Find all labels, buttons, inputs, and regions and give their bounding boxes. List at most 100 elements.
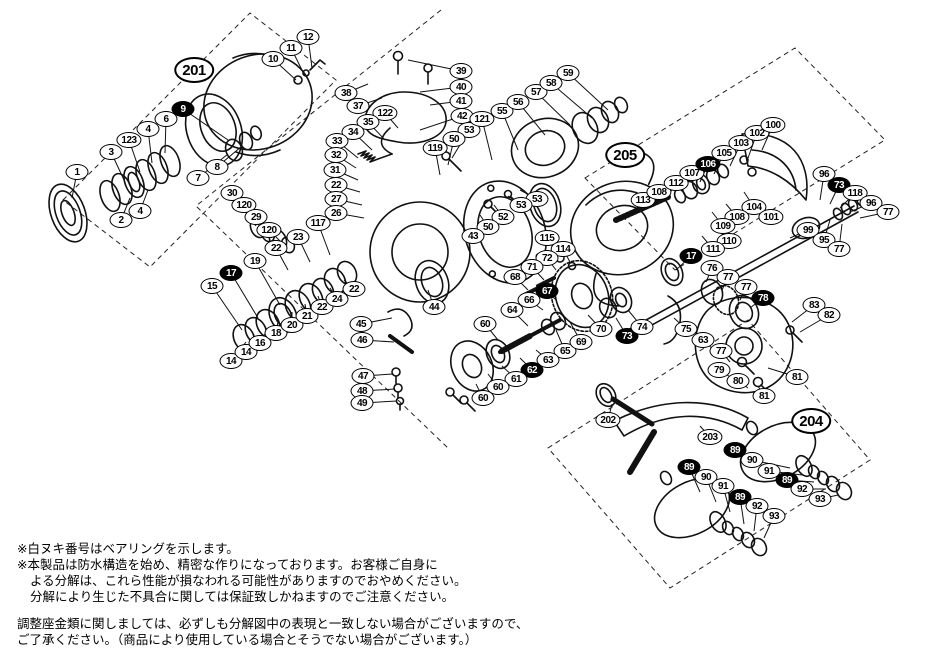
leader-line — [749, 297, 764, 309]
leader-line — [429, 100, 462, 106]
leader-line — [763, 515, 775, 539]
leader-line — [329, 287, 338, 300]
spool-assembly-box — [62, 12, 337, 268]
leader-line — [275, 321, 279, 334]
leader-line — [360, 317, 393, 325]
leader-line — [367, 121, 386, 141]
leader-line — [275, 247, 289, 271]
leader-line — [493, 204, 504, 218]
drag-knob — [48, 183, 88, 243]
leader-line — [786, 479, 815, 483]
leader-line — [761, 124, 774, 151]
note-line: 調整座金類に関しましては、必ずしも分解図中の表現と一致しない場合がございますので… — [17, 617, 529, 631]
leader-line — [290, 47, 305, 75]
leader-line — [519, 357, 533, 371]
leader-line — [849, 202, 872, 213]
leader-line — [569, 321, 582, 343]
leader-line — [481, 118, 493, 161]
leader-line — [362, 373, 394, 377]
leader-line — [739, 496, 745, 525]
leader-line — [231, 192, 257, 227]
leader-line — [335, 212, 365, 219]
body-screws — [392, 50, 433, 85]
leader-line — [361, 400, 398, 404]
note-line: ご了承ください。（商品により使用している場合とそうでない場合がございます。） — [17, 633, 478, 647]
leader-line — [751, 459, 791, 469]
leader-line — [272, 58, 297, 81]
leader-line — [352, 131, 373, 151]
leader-line — [317, 222, 331, 256]
leader-line — [673, 317, 687, 330]
leader-line — [715, 227, 730, 242]
leader-line — [699, 163, 709, 183]
bearing-and-warning-notes: ※白ヌキ番号はベアリングを示します。 ※本製品は防水構造を始め、精密な作りになっ… — [17, 541, 467, 605]
leader-line — [517, 101, 546, 136]
leader-line — [475, 383, 484, 399]
leader-line — [791, 304, 815, 323]
leader-line — [361, 388, 396, 392]
ratchet-gears — [598, 286, 633, 319]
leader-line — [535, 349, 549, 361]
leader-line — [384, 112, 399, 129]
leader-line — [334, 169, 359, 181]
leader-line — [711, 211, 724, 227]
leader-line — [757, 199, 772, 218]
leader-line — [819, 494, 839, 500]
leader-line — [702, 339, 717, 353]
leader-line — [675, 255, 692, 271]
bearing-retainer-plate — [445, 340, 494, 412]
rotor-assembly-box — [584, 47, 886, 271]
leader-line — [427, 289, 435, 308]
spool — [184, 52, 313, 167]
handle-arm — [613, 401, 759, 486]
note-line: ※本製品は防水構造を始め、精密な作りになっております。お客様ご自身に — [17, 558, 438, 572]
leader-line — [164, 118, 167, 154]
leader-line — [297, 236, 311, 263]
leader-line — [546, 290, 557, 301]
leader-line — [345, 83, 369, 94]
leader-line — [197, 153, 229, 179]
leader-line — [419, 86, 462, 93]
leader-line — [743, 191, 755, 208]
leader-line — [304, 303, 308, 317]
note-line: ※白ヌキ番号はベアリングを示します。 — [17, 542, 239, 556]
leader-line — [531, 266, 545, 281]
leader-line — [546, 237, 559, 256]
leader-line — [562, 248, 571, 263]
note-line: 分解により生じた不具合に関しては保証致しかねますのでご注意ください。 — [30, 590, 455, 604]
rotor-brake — [739, 132, 808, 201]
leader-line — [120, 197, 131, 221]
leader-line — [757, 385, 765, 397]
leader-line — [747, 132, 758, 159]
leader-line — [110, 151, 125, 181]
spool-washer — [238, 131, 254, 151]
leader-line — [507, 195, 522, 206]
spool-bearing — [249, 125, 263, 141]
spool-washer — [224, 138, 244, 162]
leader-line — [343, 279, 355, 290]
right-side-cover — [694, 296, 803, 395]
pinion-bearing — [660, 257, 684, 287]
leader-line — [514, 276, 529, 291]
leader-line — [799, 314, 830, 333]
leader-line — [528, 299, 544, 311]
leader-line — [182, 108, 229, 141]
leader-line — [484, 323, 499, 341]
clutch-bell — [510, 96, 629, 179]
leader-line — [633, 199, 644, 213]
leader-line — [739, 286, 747, 301]
leader-line — [725, 203, 738, 218]
leader-line — [587, 314, 602, 330]
oscillation-parts — [387, 308, 414, 411]
handle-assembly-box — [547, 319, 871, 589]
leader-line — [767, 367, 798, 378]
leader-line — [859, 211, 889, 219]
leader-line — [667, 182, 677, 197]
leader-line — [683, 172, 693, 189]
leader-line — [243, 204, 265, 233]
leader-line — [71, 171, 78, 199]
leader-line — [519, 189, 538, 200]
leader-line — [501, 110, 519, 151]
handle-shaft — [595, 382, 655, 427]
